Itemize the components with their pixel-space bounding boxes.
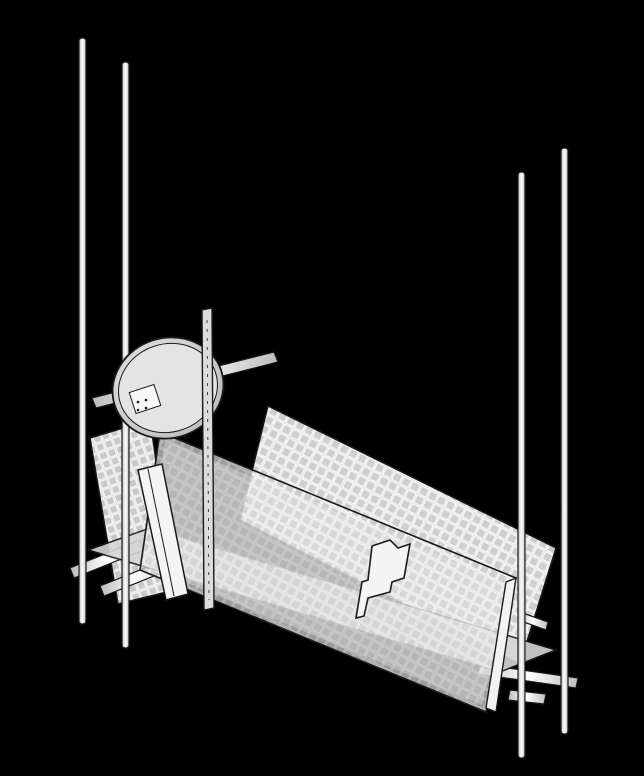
slab-left xyxy=(137,463,189,601)
slab-right xyxy=(485,576,517,713)
stepped-opening xyxy=(355,539,412,620)
rod-4 xyxy=(560,147,569,735)
rod-3 xyxy=(517,171,526,759)
dish-plate xyxy=(128,383,162,415)
vertical-post xyxy=(201,307,215,611)
glass-panel-overlay xyxy=(146,440,510,705)
rod-1 xyxy=(78,37,87,625)
vertical-rods xyxy=(78,37,569,759)
glass-panel-front xyxy=(139,430,517,714)
dish-assembly xyxy=(111,336,225,440)
